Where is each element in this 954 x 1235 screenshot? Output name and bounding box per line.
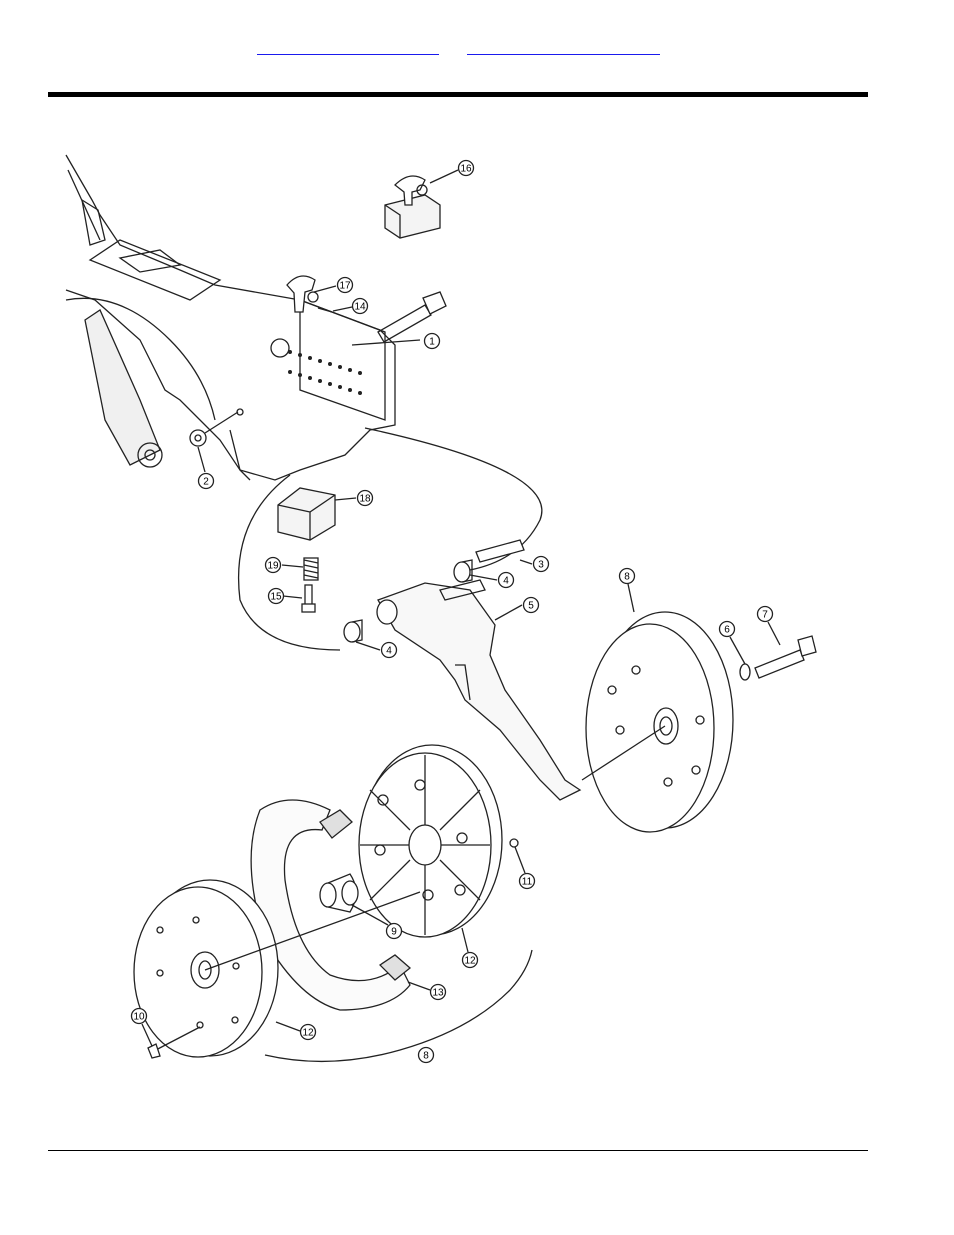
- callout-16: 16: [430, 161, 474, 184]
- footer-rule: [48, 1150, 868, 1151]
- svg-text:18: 18: [359, 494, 371, 505]
- svg-text:17: 17: [339, 281, 351, 292]
- callout-15: 15: [269, 589, 303, 604]
- svg-text:5: 5: [528, 601, 534, 612]
- spring: [304, 558, 318, 580]
- callout-7: 7: [758, 607, 781, 646]
- bushing-upper: [454, 560, 472, 582]
- callout-17: 17: [314, 278, 353, 293]
- callout-8b: 8: [419, 1048, 434, 1063]
- callout-4a: 4: [470, 573, 514, 588]
- wheel-bolt: [755, 636, 816, 678]
- svg-text:3: 3: [538, 560, 544, 571]
- callout-8a: 8: [620, 569, 635, 613]
- stop-block: [278, 488, 335, 540]
- callout-11: 11: [515, 847, 535, 889]
- svg-text:2: 2: [203, 477, 209, 488]
- svg-text:8: 8: [423, 1051, 429, 1062]
- callout-19: 19: [266, 558, 304, 573]
- svg-text:1: 1: [429, 337, 435, 348]
- pivot-shaft: [476, 540, 524, 562]
- svg-text:12: 12: [464, 956, 476, 967]
- bushing-lower: [344, 620, 362, 642]
- small-bolt: [302, 585, 315, 612]
- svg-text:16: 16: [460, 164, 472, 175]
- wheel-rim-inner: [359, 745, 502, 937]
- svg-text:10: 10: [133, 1012, 145, 1023]
- callout-4b: 4: [356, 642, 397, 658]
- callout-6: 6: [720, 622, 746, 665]
- svg-text:19: 19: [267, 561, 279, 572]
- callout-13: 13: [408, 982, 446, 1000]
- svg-text:4: 4: [386, 646, 392, 657]
- svg-text:6: 6: [724, 625, 730, 636]
- svg-text:12: 12: [302, 1028, 314, 1039]
- callout-12b: 12: [276, 1022, 316, 1040]
- bearing: [320, 874, 358, 912]
- svg-text:15: 15: [270, 592, 282, 603]
- callout-5: 5: [495, 598, 539, 621]
- svg-text:9: 9: [391, 927, 397, 938]
- svg-text:11: 11: [522, 877, 533, 888]
- svg-text:14: 14: [354, 302, 366, 313]
- gauge-wheel: [582, 612, 733, 832]
- small-nut: [510, 839, 518, 847]
- callout-14: 14: [333, 299, 368, 314]
- t-handle: [287, 276, 332, 312]
- svg-text:13: 13: [432, 988, 444, 999]
- callout-18: 18: [335, 491, 373, 506]
- callout-3: 3: [520, 557, 549, 572]
- svg-text:8: 8: [624, 572, 630, 583]
- svg-text:7: 7: [762, 610, 768, 621]
- callout-12a: 12: [462, 928, 478, 968]
- washer: [740, 664, 750, 680]
- callout-2: 2: [198, 447, 214, 489]
- svg-text:4: 4: [503, 576, 509, 587]
- t-handle-assembly: [385, 176, 440, 238]
